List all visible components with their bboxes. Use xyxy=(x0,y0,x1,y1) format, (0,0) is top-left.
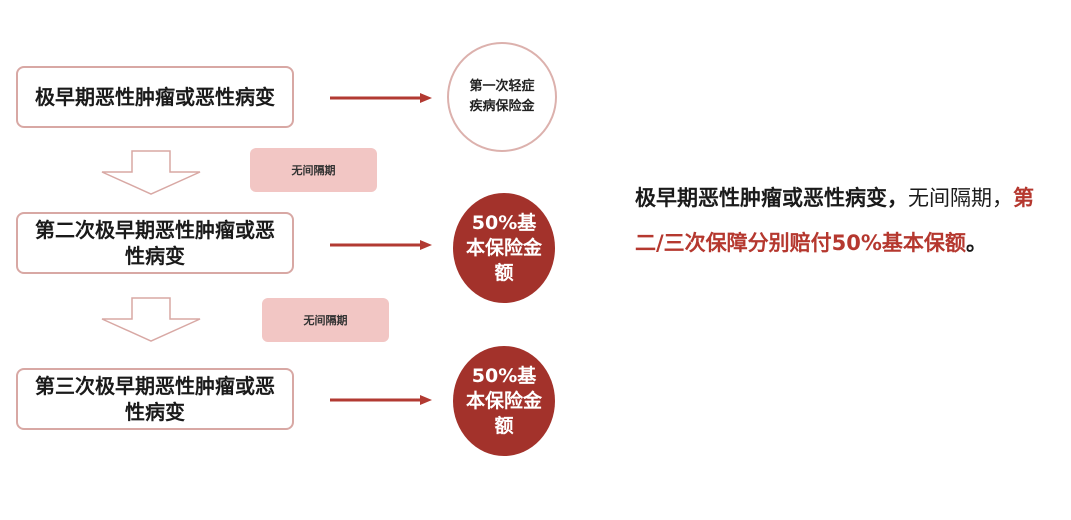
note-part-5: 。 xyxy=(965,231,987,255)
interval-label-1: 无间隔期 xyxy=(250,148,377,192)
step-2-label: 第二次极早期恶性肿瘤或恶性病变 xyxy=(35,218,275,268)
interval-label-2: 无间隔期 xyxy=(262,298,389,342)
step-3-box: 第三次极早期恶性肿瘤或恶性病变 xyxy=(16,368,294,430)
payout-circle-1: 第一次轻症疾病保险金 xyxy=(447,42,557,152)
summary-note: 极早期恶性肿瘤或恶性病变，无间隔期，第二/三次保障分别赔付50%基本保额。 xyxy=(635,176,1055,266)
step-3-label: 第三次极早期恶性肿瘤或恶性病变 xyxy=(35,374,275,424)
payout-2-label: 50%基本保险金额 xyxy=(465,211,542,284)
interval-text: 无间隔期 xyxy=(303,314,348,327)
note-part-2: 无间隔期 xyxy=(908,186,992,210)
down-arrow-icon xyxy=(101,150,201,195)
payout-circle-2: 50%基本保险金额 xyxy=(453,193,555,303)
payout-1-label: 第一次轻症疾病保险金 xyxy=(469,79,535,114)
right-arrow-icon xyxy=(330,93,432,103)
right-arrow-icon xyxy=(330,240,432,250)
payout-circle-3: 50%基本保险金额 xyxy=(453,346,555,456)
step-2-box: 第二次极早期恶性肿瘤或恶性病变 xyxy=(16,212,294,274)
right-arrow-icon xyxy=(330,395,432,405)
step-1-label: 极早期恶性肿瘤或恶性病变 xyxy=(35,85,275,109)
down-arrow-icon xyxy=(101,297,201,342)
step-1-box: 极早期恶性肿瘤或恶性病变 xyxy=(16,66,294,128)
payout-3-label: 50%基本保险金额 xyxy=(465,364,542,437)
note-part-1: 极早期恶性肿瘤或恶性病变， xyxy=(635,186,908,210)
interval-text: 无间隔期 xyxy=(291,164,336,177)
note-highlight: 第二/三次保障分别赔付50%基本保额 xyxy=(635,186,1034,255)
note-part-3: ， xyxy=(992,186,1013,210)
